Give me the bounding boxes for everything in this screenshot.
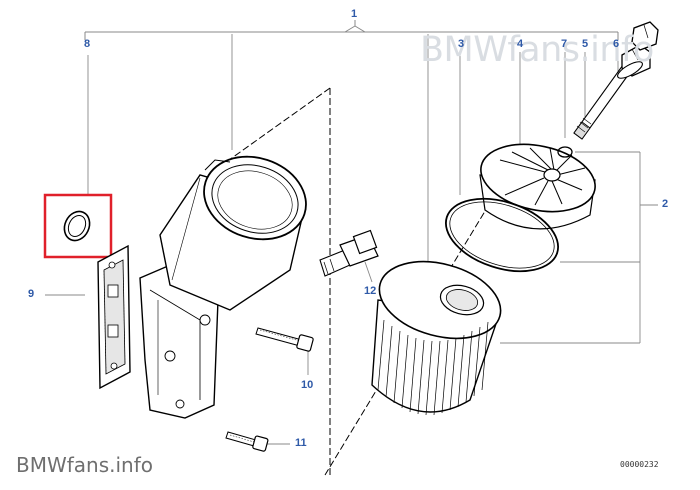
callout-11[interactable]: 11	[295, 437, 307, 449]
part-6-bolt	[573, 21, 659, 140]
callout-10[interactable]: 10	[301, 379, 314, 391]
callout-1[interactable]: 1	[351, 8, 358, 20]
callout-3[interactable]: 3	[458, 38, 465, 50]
filter-pleats	[377, 319, 489, 416]
bracket-1	[84, 20, 619, 40]
part-10-bolt	[255, 327, 314, 352]
part-4-housing-cover	[479, 143, 596, 230]
leader-lines	[45, 34, 658, 445]
part-9-gasket	[97, 244, 131, 390]
callout-12[interactable]: 12	[364, 285, 377, 297]
callout-8[interactable]: 8	[84, 38, 91, 50]
part-3-o-ring	[445, 197, 559, 273]
callout-2[interactable]: 2	[662, 198, 669, 210]
callout-9[interactable]: 9	[28, 288, 35, 300]
part-8-o-ring	[63, 210, 91, 242]
callout-5[interactable]: 5	[582, 38, 589, 50]
diagram-id: 00000232	[620, 460, 659, 469]
part-12-sensor	[319, 229, 379, 277]
part-1-filter-housing	[139, 155, 307, 419]
part-11-bolt	[225, 431, 269, 452]
highlight-box	[43, 193, 113, 259]
part-5-washer	[557, 146, 573, 158]
watermark-bottom: BMWfans.info	[16, 453, 154, 477]
callout-4[interactable]: 4	[517, 38, 524, 50]
watermark-top: BMWfans.info	[420, 30, 654, 70]
filter-element	[371, 260, 502, 416]
callout-6[interactable]: 6	[613, 38, 620, 50]
section-lines	[214, 87, 511, 476]
callout-7[interactable]: 7	[561, 38, 568, 50]
